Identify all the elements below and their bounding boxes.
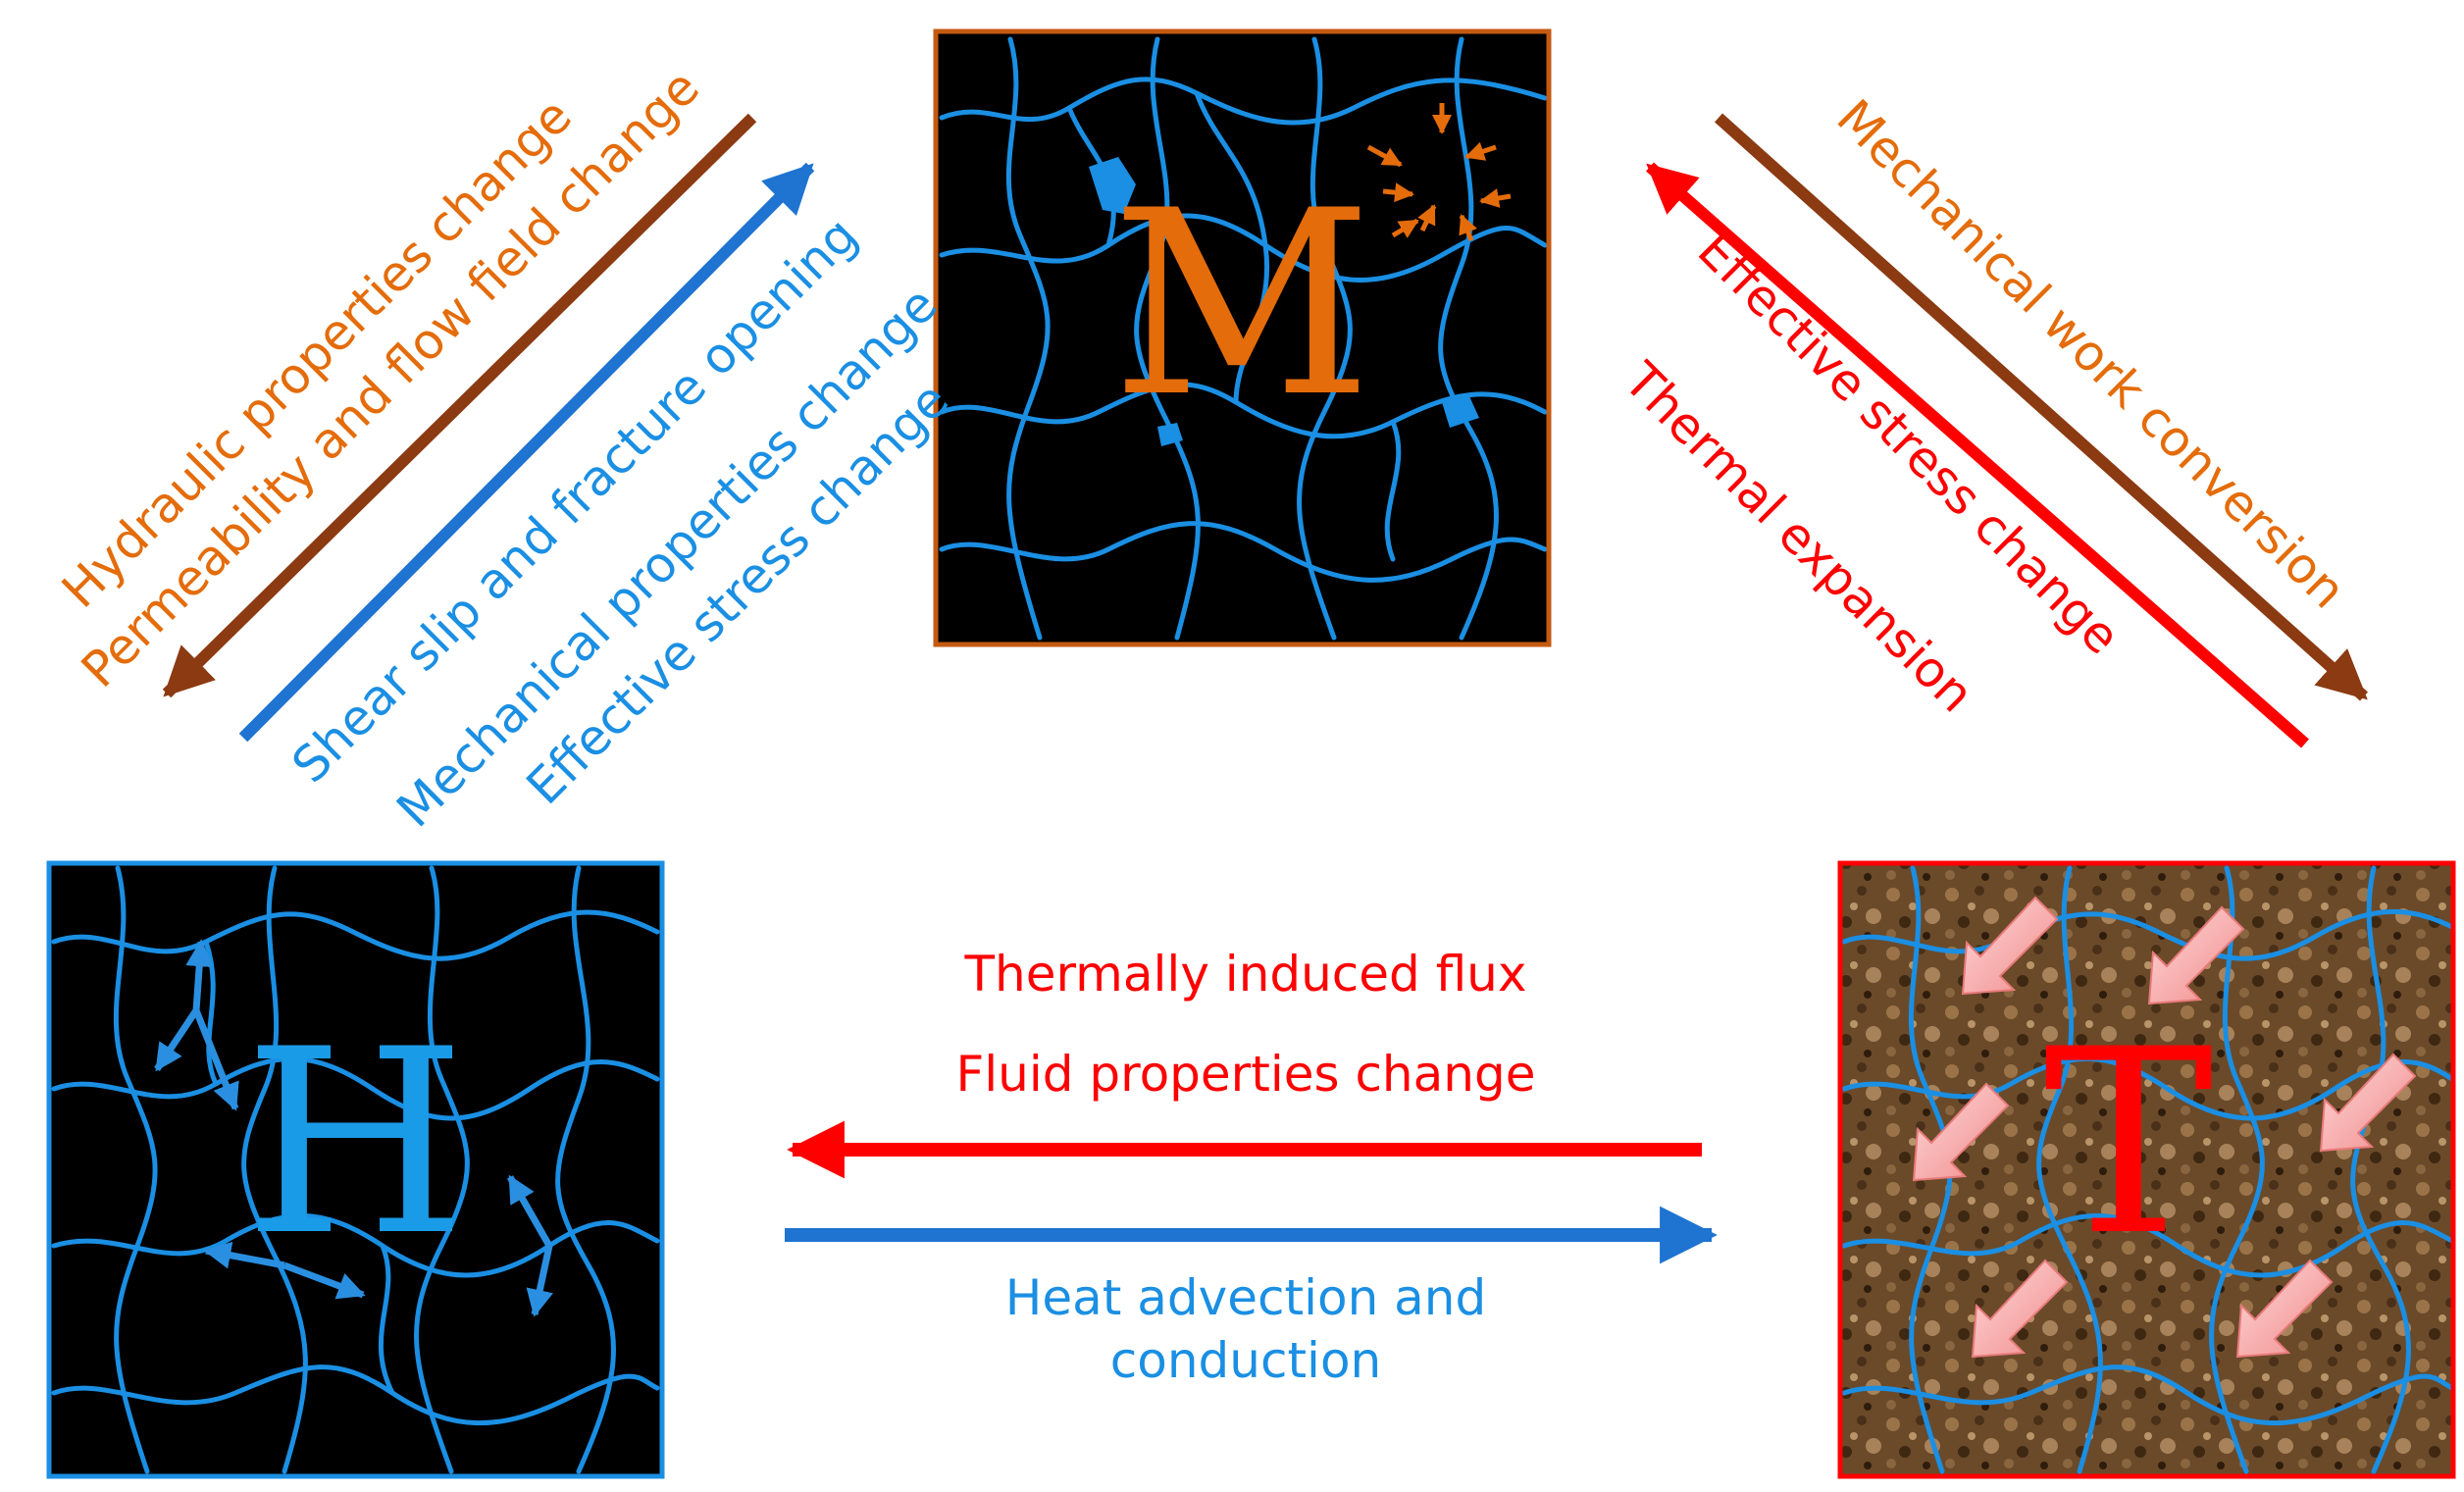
m-fracture-blob — [1442, 396, 1479, 428]
m-fracture-blob — [1157, 423, 1183, 446]
heat-arrow — [1912, 1082, 2010, 1182]
heat-arrow — [2235, 1259, 2334, 1359]
right-labels: Mechanical work conversion Effective str… — [1613, 89, 2357, 724]
h-node: H — [46, 860, 665, 1479]
t-heat-arrows — [1912, 896, 2417, 1359]
effective-stress-label-left: Effective stress change — [516, 372, 959, 815]
m-compression-arrows — [1366, 103, 1512, 241]
fluid-properties-label: Fluid properties change — [956, 1046, 1536, 1103]
t-to-m-arrow — [1646, 162, 2309, 748]
h-node-letter: H — [244, 996, 467, 1292]
m-node-border — [933, 28, 1552, 647]
t-node-border — [1837, 860, 2456, 1479]
m-to-t-arrow — [1714, 113, 2369, 701]
mechanical-label: Mechanical properties change — [386, 277, 949, 839]
h-to-m-arrow — [238, 162, 815, 743]
heat-arrow — [1961, 896, 2059, 996]
heat-arrow — [2147, 905, 2245, 1005]
t-node: T — [1837, 860, 2456, 1479]
heat-arrow — [1971, 1259, 2069, 1359]
heat-arrow — [2319, 1053, 2417, 1153]
h-fracture-network — [51, 865, 660, 1474]
mechanical-work-label: Mechanical work conversion — [1826, 89, 2357, 620]
m-fracture-network — [939, 36, 1548, 641]
t-node-letter: T — [2043, 996, 2215, 1292]
thermally-induced-flux-label: Thermally induced flux — [964, 946, 1527, 1003]
m-fracture-blob — [1089, 157, 1136, 214]
heat-advection-label-line1: Heat advection and — [1005, 1269, 1486, 1326]
h-node-border — [46, 860, 665, 1479]
h-flow-arrows — [154, 939, 553, 1317]
m-node-letter: M — [1111, 157, 1372, 453]
heat-advection-label-line2: conduction — [1110, 1332, 1381, 1389]
m-to-h-arrow — [162, 113, 757, 698]
m-node: M — [933, 28, 1552, 647]
